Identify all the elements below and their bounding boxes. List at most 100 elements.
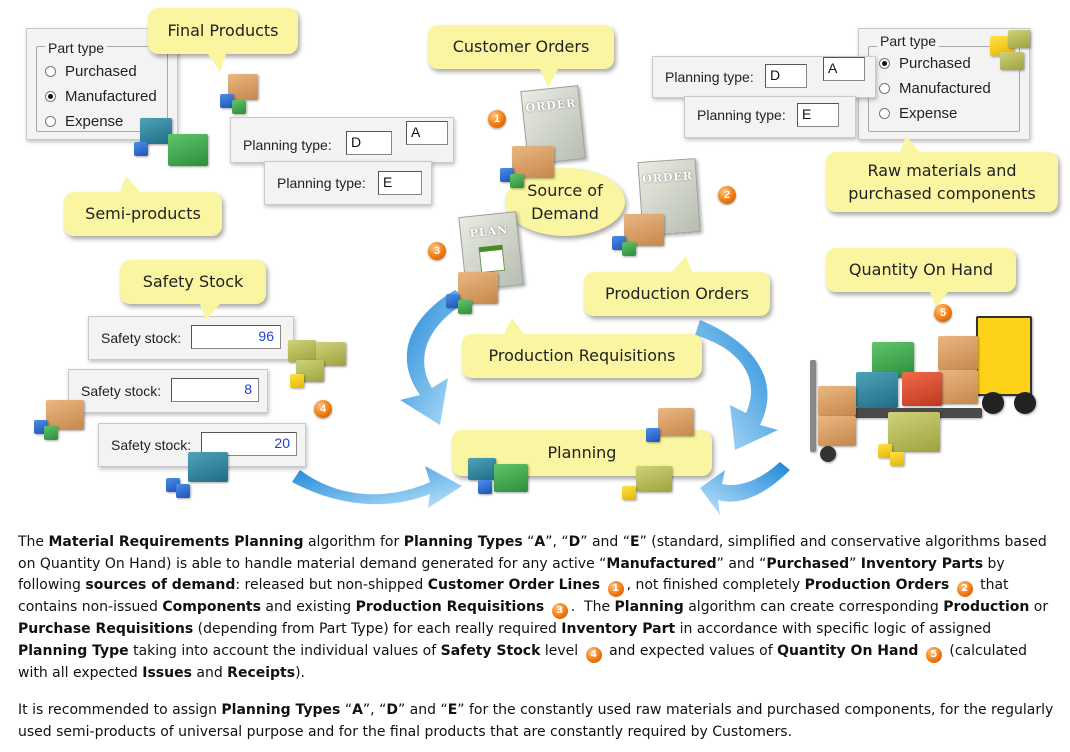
forklift-frame <box>976 316 1032 396</box>
safety-stock-field[interactable]: 8 <box>171 378 259 402</box>
arrow-right-top <box>695 320 778 450</box>
safety-stock-panel-2: Safety stock: 8 <box>68 369 268 413</box>
callout-tail <box>120 176 140 192</box>
badge-3-icon: 3 <box>428 242 446 260</box>
box-icon <box>458 272 498 304</box>
safety-stock-field[interactable]: 96 <box>191 325 281 349</box>
box-icon <box>636 466 672 492</box>
box-icon <box>512 146 554 178</box>
box-icon <box>856 372 898 408</box>
badge-4-icon: 4 <box>585 646 602 663</box>
badge-5-icon: 5 <box>934 304 952 322</box>
cube-icon <box>176 484 190 498</box>
radio-circle-selected[interactable] <box>879 58 890 69</box>
safety-stock-label: Safety stock: <box>111 437 192 453</box>
callout-production-orders: Production Orders <box>584 272 770 316</box>
box-icon <box>288 340 316 362</box>
planning-type-label: Planning type: <box>665 69 754 85</box>
box-icon <box>168 134 208 166</box>
part-type-legend: Part type <box>45 40 108 56</box>
badge-2-icon: 2 <box>956 581 973 597</box>
badge-3-icon: 3 <box>551 603 568 619</box>
radio-purchased[interactable]: Purchased <box>45 63 137 80</box>
cube-icon <box>290 374 304 388</box>
box-icon <box>624 214 664 246</box>
planning-type-panel-right-e: Planning type: E <box>684 96 856 138</box>
hand-truck <box>810 360 816 452</box>
planning-type-field[interactable]: E <box>378 171 422 195</box>
box-icon <box>938 370 978 404</box>
box-icon <box>888 412 940 452</box>
planning-type-field[interactable]: D <box>765 64 807 88</box>
badge-1-icon: 1 <box>488 110 506 128</box>
callout-final-products: Final Products <box>148 8 298 54</box>
radio-circle[interactable] <box>45 116 56 127</box>
safety-stock-panel-1: Safety stock: 96 <box>88 316 294 360</box>
box-icon <box>1008 30 1030 48</box>
cube-icon <box>622 242 636 256</box>
box-icon <box>494 464 528 492</box>
box-icon <box>468 458 496 480</box>
cube-icon <box>134 142 148 156</box>
arrow-right-bottom <box>700 462 790 515</box>
forklift-wheel <box>982 392 1004 414</box>
radio-manufactured[interactable]: Manufactured <box>45 88 157 105</box>
callout-tail <box>672 256 692 272</box>
radio-circle-selected[interactable] <box>45 91 56 102</box>
cube-icon <box>478 480 492 494</box>
box-icon <box>658 408 694 436</box>
callout-source-of-demand: Source of Demand <box>505 168 625 236</box>
box-icon <box>818 386 856 416</box>
badge-1-icon: 1 <box>607 581 624 597</box>
warehouse-forklift-icon <box>806 296 1046 486</box>
radio-purchased[interactable]: Purchased <box>879 55 971 72</box>
box-icon <box>188 452 228 482</box>
forklift-wheel <box>1014 392 1036 414</box>
radio-expense[interactable]: Expense <box>45 113 123 130</box>
planning-type-code-field[interactable]: A <box>823 57 865 81</box>
cube-icon <box>232 100 246 114</box>
cube-icon <box>622 486 636 500</box>
box-icon <box>140 118 172 144</box>
arrow-left-bottom <box>292 466 462 508</box>
planning-type-label: Planning type: <box>243 137 332 153</box>
planning-type-field[interactable]: D <box>346 131 392 155</box>
radio-circle[interactable] <box>879 83 890 94</box>
cube-icon <box>44 426 58 440</box>
planning-type-code-field[interactable]: A <box>406 121 448 145</box>
arrow-left-top <box>400 290 470 425</box>
flow-arrows <box>292 290 790 515</box>
planning-type-field[interactable]: E <box>797 103 839 127</box>
hand-truck-wheel <box>820 446 836 462</box>
planning-type-label: Planning type: <box>277 175 366 191</box>
radio-manufactured[interactable]: Manufactured <box>879 80 991 97</box>
box-icon <box>902 372 942 406</box>
box-icon <box>46 400 84 430</box>
callout-semi-products: Semi-products <box>64 192 222 236</box>
cube-icon <box>510 174 524 188</box>
callout-raw-materials: Raw materials and purchased components <box>826 152 1058 212</box>
badge-5-icon: 5 <box>925 646 942 663</box>
callout-production-requisitions: Production Requisitions <box>462 334 702 378</box>
badge-2-icon: 2 <box>718 186 736 204</box>
callout-safety-stock: Safety Stock <box>120 260 266 304</box>
calendar-icon <box>478 244 506 274</box>
planning-type-panel-e: Planning type: E <box>264 161 432 205</box>
radio-expense[interactable]: Expense <box>879 105 957 122</box>
callout-customer-orders: Customer Orders <box>428 25 614 69</box>
box-icon <box>938 336 978 370</box>
cube-icon <box>220 94 234 108</box>
description-paragraph-1: The Material Requirements Planning algor… <box>18 534 1049 681</box>
planning-type-panel-a: Planning type: D A <box>230 117 454 163</box>
callout-quantity-on-hand: Quantity On Hand <box>826 248 1016 292</box>
radio-circle[interactable] <box>879 108 890 119</box>
planning-type-panel-right-a: Planning type: D A <box>652 56 876 98</box>
part-type-legend: Part type <box>877 33 940 49</box>
cube-icon <box>458 300 472 314</box>
callout-tail <box>900 136 920 152</box>
badge-4-icon: 4 <box>314 400 332 418</box>
radio-circle[interactable] <box>45 66 56 77</box>
callout-tail <box>540 69 558 87</box>
cube-icon <box>446 294 460 308</box>
callout-tail <box>208 54 226 72</box>
